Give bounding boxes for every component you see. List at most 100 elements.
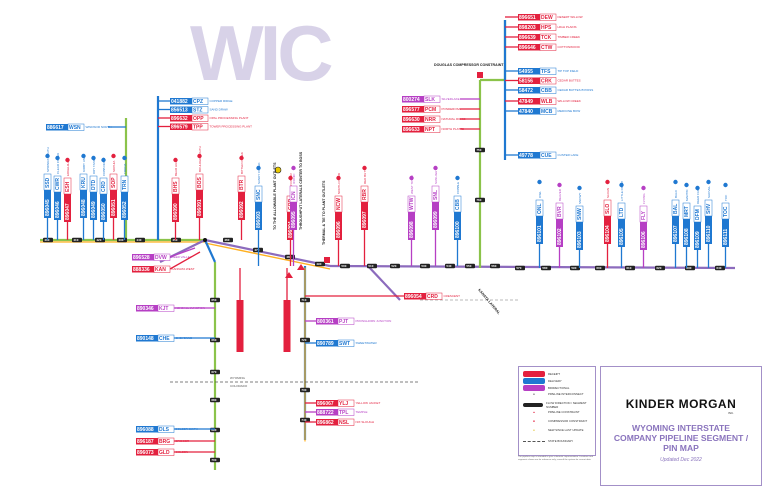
pin-abbr-box [360,185,369,203]
pin-code-text: 54955 [519,69,533,75]
pin-marker-icon [619,182,624,188]
pin-code-box [316,318,338,325]
pin-abbr-text: STZ [193,108,202,114]
pin-abbr-box [693,205,702,223]
pin-name-text: RED BUTTE [363,167,367,184]
segment-chip-710: 710 [300,297,310,302]
pin-code-box [136,426,158,433]
pin-code-text: 896577 [403,107,420,113]
pin-name-text: OWL [538,191,542,198]
pin-name-text: NORTH CROW [337,173,341,194]
pin-abbr-text: ESH [65,181,71,192]
pin-abbr-box [704,199,713,217]
pin-abbr-box [191,123,209,131]
pin-code-box [705,216,712,244]
pin-code-box [683,219,690,247]
pin-code-text: 896105 [619,228,625,245]
pin-name-text: GREEN RIVER [289,172,293,194]
pin-abbr-text: MCB [541,109,553,115]
pin-abbr-text: CBB [541,88,552,94]
segment-number: 500 [341,264,346,268]
hanging-pin-box-1 [283,300,291,352]
title-line-2: COMPANY PIPELINE SEGMENT / [613,433,749,443]
pin-code-box [518,44,540,51]
pin-abbr-box [53,175,62,193]
pin-abbr-text: TCK [541,35,552,41]
map-title: WYOMING INTERSTATE COMPANY PIPELINE SEGM… [601,423,761,453]
pin-name-text: GOLDEN [176,450,189,454]
pin-code-box [722,219,729,247]
pin-abbr-box [237,175,246,193]
pin-abbr-text: NCW [336,198,342,210]
pin-abbr-box [157,425,175,433]
pin-code-text: 896632 [171,116,188,122]
pin-abbr-box [157,304,175,312]
pin-abbr-box [337,418,355,426]
pin-code-box [604,216,611,244]
pin-marker-icon [537,179,542,185]
pin-name-text: DOLBER SMITH [176,427,199,431]
pin-code-box [316,419,338,426]
pin-name-text: NATURAL RIDGE [442,117,466,121]
pin-code-text: 896651 [519,15,536,21]
pin-marker-icon [433,165,438,171]
pin-abbr-box [157,437,175,445]
pin-name-text: SPRINGS SOUTH [46,147,50,172]
pin-abbr-text: DEW [541,15,553,21]
pin-abbr-text: CTW [541,45,553,51]
pin-abbr-text: CRK [541,79,552,85]
square-icon: ■ [533,419,535,423]
segment-chip-570: 570 [515,265,525,270]
segment-chip-490: 490 [315,261,325,266]
pin-abbr-box [191,106,209,114]
pin-abbr-box [157,448,175,456]
pin-code-box [518,68,540,75]
pin-abbr-text: OPP [193,116,204,122]
pin-name-text: ICONIC [292,173,296,184]
pin-marker-icon [641,185,646,191]
pin-marker-icon [256,165,261,171]
segment-chip-640: 640 [715,265,725,270]
segment-chip-bg [210,297,220,303]
pin-abbr-text: BHS [173,181,179,192]
segment-number: 700 [211,458,216,462]
segment-number: 470 [254,248,259,252]
pin-code-text: 896095 [291,211,297,228]
pin-abbr-box [539,86,557,94]
pin-name-text: KENDALL JUNCTION [176,306,206,310]
pin-abbr-box [535,199,544,217]
pin-abbr-box [334,195,343,213]
pin-abbr-box [539,107,557,115]
pin-code-text: 896579 [171,125,188,131]
pin-code-text: 896054 [405,294,422,300]
segment-number: 450 [172,238,177,242]
pin-abbr-box [191,97,209,105]
legend-interconnect-label: PIPELINE INTERCONNECT [548,392,584,396]
pin-abbr-box [63,177,72,195]
pin-abbr-text: BVR [557,206,563,217]
segment-number: 460 [224,238,229,242]
pin-code-text: 896090 [173,203,179,220]
pin-name-text: BEAR HILL [174,160,178,176]
pin-code-text: 896097 [362,211,368,228]
pin-code-box [408,212,415,240]
pin-code-box [132,266,154,273]
pin-abbr-box [555,202,564,220]
segment-number: 730 [301,388,306,392]
new-since-update-icon [274,166,282,174]
pin-abbr-box [575,205,584,223]
pin-abbr-text: SLK [425,97,435,103]
pin-code-text: 896051 [111,199,117,216]
